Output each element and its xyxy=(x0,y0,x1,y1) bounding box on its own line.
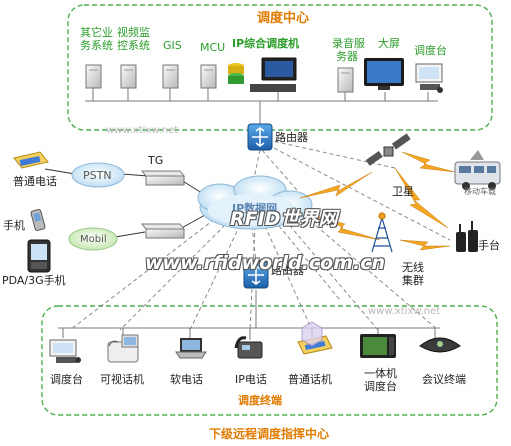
label-mcu: MCU xyxy=(200,41,226,54)
label-mobile: 手机 xyxy=(3,219,25,232)
watermark-small-bottom: www.xtixw.net xyxy=(368,306,441,317)
ip-data-network-cloud xyxy=(197,175,313,230)
mobil-cloud xyxy=(68,227,118,251)
mcu-server-icon xyxy=(200,64,217,89)
label-recording-1: 录音服 xyxy=(332,37,365,50)
label-vehicle: 移动车载 xyxy=(464,187,496,196)
label-dispatch-console-top: 调度台 xyxy=(414,44,447,57)
recording-server-icon xyxy=(337,67,354,93)
label-remote-center: 下级远程调度指挥中心 xyxy=(208,427,330,441)
label-pstn: PSTN xyxy=(83,169,112,182)
label-recording-2: 务器 xyxy=(336,50,358,63)
video-phone-icon xyxy=(107,334,139,363)
landline-phone-icon xyxy=(13,151,49,169)
handheld-radio-icon xyxy=(456,221,478,252)
remote-center-box xyxy=(41,305,498,416)
label-video-monitor-1: 视频监 xyxy=(117,26,150,39)
tg-gateway-icon xyxy=(140,170,186,186)
watermark-rfidworld-title: RFID世界网 xyxy=(230,208,338,230)
label-router-top: 路由器 xyxy=(275,131,308,144)
router-top-icon xyxy=(247,123,273,151)
satellite-icon xyxy=(365,133,411,166)
dispatch-center-box xyxy=(67,4,493,131)
label-terminal-video-phone: 可视话机 xyxy=(100,373,144,386)
top-bus xyxy=(85,88,438,124)
label-satellite: 卫星 xyxy=(392,185,414,198)
ip-dispatcher-icon xyxy=(228,57,297,92)
mobile-phone-icon xyxy=(30,208,46,232)
ip-phone-icon xyxy=(234,336,263,359)
all-in-one-console-icon xyxy=(360,334,396,358)
pda-icon xyxy=(27,239,51,273)
label-terminal-aio-2: 调度台 xyxy=(364,380,397,393)
dispatch-console-bottom-icon xyxy=(49,339,81,363)
video-server-icon xyxy=(120,64,137,89)
dispatch-center-title: 调度中心 xyxy=(256,11,310,26)
conference-terminal-icon xyxy=(419,337,461,353)
label-ip-dispatcher: IP综合调度机 xyxy=(232,37,300,50)
label-mobil: Mobil xyxy=(80,234,107,245)
label-cluster-1: 无线 xyxy=(402,261,424,274)
label-terminal-conference: 会议终端 xyxy=(422,373,466,386)
business-server-icon xyxy=(85,64,102,89)
soft-phone-laptop-icon xyxy=(175,338,207,359)
label-other-business-1: 其它业 xyxy=(80,26,113,39)
watermark-small-top: www.xtixw.net xyxy=(106,125,179,136)
label-terminals-section: 调度终端 xyxy=(238,394,282,407)
dispatch-console-top-icon xyxy=(415,63,443,93)
label-ip-network: IP数据网 xyxy=(232,202,278,215)
label-router-bottom: 路由器 xyxy=(271,264,304,277)
label-landline: 普通电话 xyxy=(13,175,57,188)
label-terminal-soft-phone: 软电话 xyxy=(170,373,203,386)
label-cluster-2: 集群 xyxy=(402,274,424,287)
label-large-screen: 大屏 xyxy=(378,37,400,50)
watermark-rfidworld-url: www.rfidworld.com.cn xyxy=(145,252,386,274)
label-terminal-console: 调度台 xyxy=(50,373,83,386)
pstn-cloud xyxy=(71,162,125,188)
label-gis: GIS xyxy=(163,39,182,52)
router-bottom-icon xyxy=(243,261,269,289)
label-terminal-aio-1: 一体机 xyxy=(364,367,397,380)
label-video-monitor-2: 控系统 xyxy=(117,39,150,52)
ordinary-phone-icon xyxy=(297,321,333,355)
wireless-lightning xyxy=(299,151,456,251)
label-other-business-2: 务系统 xyxy=(80,39,113,52)
large-screen-icon xyxy=(364,58,404,90)
radio-tower-icon xyxy=(371,212,393,253)
mobile-vehicle-icon xyxy=(454,150,501,190)
gis-server-icon xyxy=(162,64,179,89)
label-terminal-ordinary-phone: 普通话机 xyxy=(288,373,332,386)
label-pda: PDA/3G手机 xyxy=(2,274,66,287)
label-terminal-ip-phone: IP电话 xyxy=(235,373,267,386)
label-tg: TG xyxy=(148,154,164,167)
label-handset: 手台 xyxy=(478,239,500,252)
gateway-box-icon xyxy=(140,223,186,239)
